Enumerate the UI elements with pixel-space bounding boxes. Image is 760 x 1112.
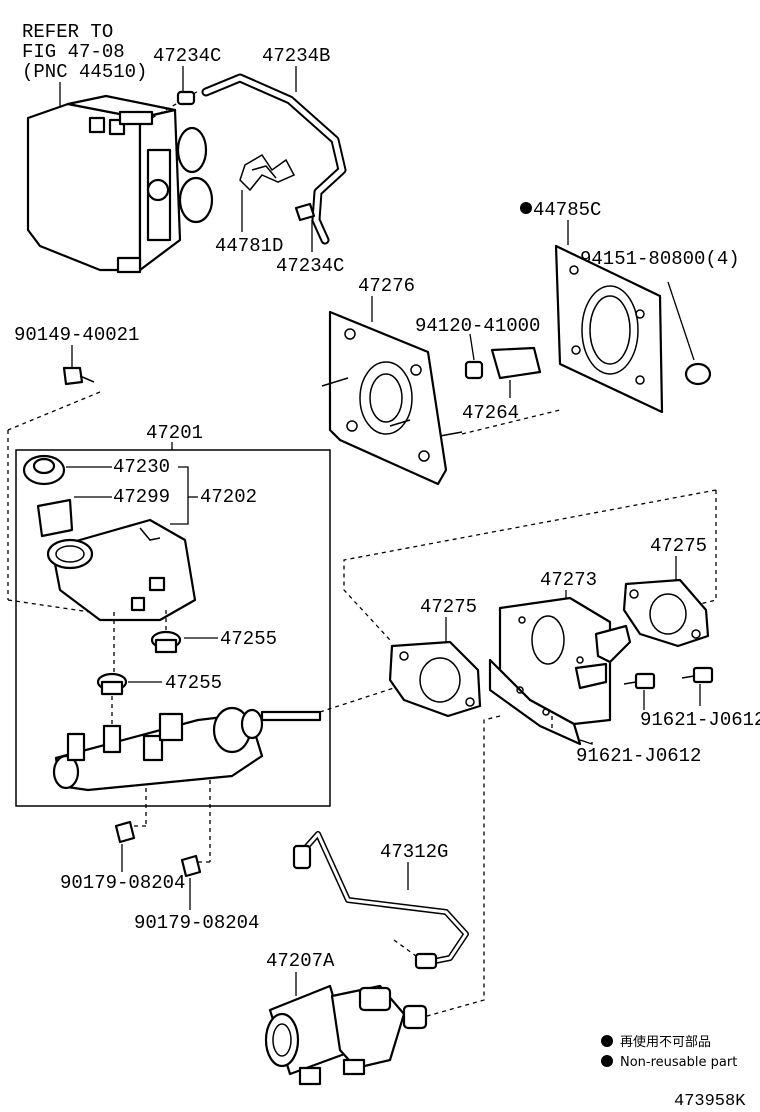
legend-dot-jp <box>601 1035 613 1047</box>
legend: 再使用不可部品 Non-reusable part <box>601 1034 737 1070</box>
label-47202: 47202 <box>200 486 257 508</box>
legend-dot-en <box>601 1055 613 1067</box>
master-cylinder-47201-drawing <box>7 442 401 862</box>
label-47275-mid: 47275 <box>420 596 477 618</box>
label-47299: 47299 <box>113 486 170 508</box>
label-47275-right: 47275 <box>650 535 707 557</box>
label-90179-a: 90179-08204 <box>60 872 185 894</box>
label-91621-b: 91621-J0612 <box>576 745 701 767</box>
nuts-90179-drawing <box>114 820 210 910</box>
assembly-frame <box>15 449 331 807</box>
label-90179-b: 90179-08204 <box>134 912 259 934</box>
gasket-44785c-drawing <box>554 220 712 414</box>
non-reusable-marker <box>520 202 532 214</box>
label-44781d: 44781D <box>215 235 283 257</box>
label-47276: 47276 <box>358 275 415 297</box>
label-47234b: 47234B <box>262 45 330 67</box>
label-47207a: 47207A <box>266 950 335 972</box>
label-47255-a: 47255 <box>220 628 277 650</box>
brake-tube-47312g-drawing <box>292 831 469 970</box>
label-group: REFER TO FIG 47-08 (PNC 44510) 47234C 47… <box>14 21 760 972</box>
label-47230: 47230 <box>113 456 170 478</box>
label-47234c-top: 47234C <box>153 45 221 67</box>
label-47264: 47264 <box>462 402 519 424</box>
label-47312g: 47312G <box>380 841 448 863</box>
refer-line-2: FIG 47-08 <box>22 41 125 63</box>
abs-actuator-drawing <box>26 82 214 274</box>
label-94120: 94120-41000 <box>415 315 540 337</box>
label-90149: 90149-40021 <box>14 324 139 346</box>
refer-line-1: REFER TO <box>22 21 113 43</box>
label-47273: 47273 <box>540 569 597 591</box>
refer-line-3: (PNC 44510) <box>22 61 147 83</box>
label-47234c-bottom: 47234C <box>276 255 344 277</box>
reservoir-47207a-drawing <box>264 972 428 1086</box>
legend-text-en: Non-reusable part <box>620 1055 737 1070</box>
booster-gasket-47276-drawing <box>321 296 561 486</box>
bolt-90149-drawing <box>7 345 101 600</box>
legend-text-jp: 再使用不可部品 <box>620 1034 711 1050</box>
label-91621-a: 91621-J0612 <box>640 709 760 731</box>
figure-id: 473958K <box>674 1092 746 1111</box>
label-44785c: 44785C <box>533 199 601 221</box>
bracket-assembly-drawing <box>343 489 717 1019</box>
label-47201: 47201 <box>146 422 203 444</box>
label-47255-b: 47255 <box>165 672 222 694</box>
hose-assembly-drawing <box>176 66 347 252</box>
label-94151: 94151-80800(4) <box>580 248 740 270</box>
